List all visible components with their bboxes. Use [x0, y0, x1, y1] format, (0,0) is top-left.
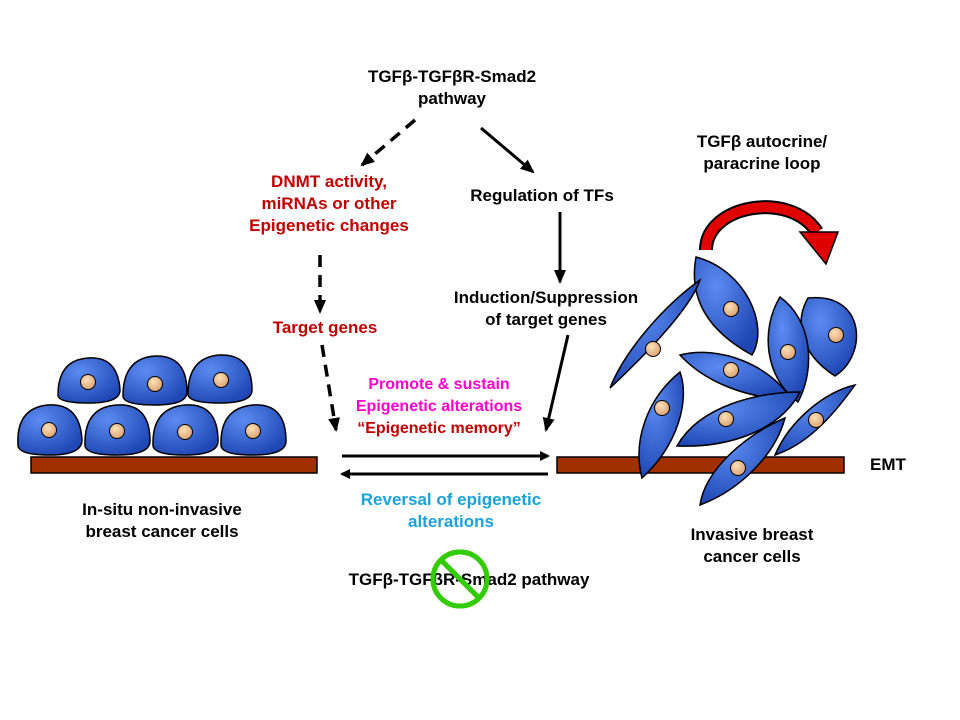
dashed-arrow-pathway-to-dnmt [360, 118, 417, 167]
invasive-line1: Invasive breast [690, 525, 814, 544]
dashed-arrow-target-to-memory [320, 344, 340, 432]
insitu-cell-cluster [17, 354, 287, 456]
regulation-tfs-label: Regulation of TFs [470, 185, 614, 207]
curved-arrow-icon [699, 200, 840, 266]
arrow-induction-to-memory [542, 334, 570, 432]
epithelial-cell [57, 357, 121, 404]
induction-label: Induction/Suppression of target genes [454, 287, 638, 331]
mesenchymal-cell [693, 256, 759, 357]
mesenchymal-cell [767, 295, 810, 404]
epithelial-cell [17, 404, 83, 456]
top-pathway-line2: pathway [417, 89, 487, 108]
epithelial-cell [152, 404, 219, 456]
autocrine-line2: paracrine loop [703, 154, 821, 173]
epithelial-cell [187, 354, 253, 404]
invasive-cell-cluster [609, 256, 858, 507]
mesenchymal-cell [699, 416, 787, 507]
reversal-line2: alterations [408, 512, 494, 531]
membrane-left [30, 456, 318, 474]
promote-line1: Promote & sustain [368, 376, 510, 393]
reversal-label: Reversal of epigenetic alterations [361, 489, 541, 533]
dnmt-line3: Epigenetic changes [249, 216, 409, 235]
dnmt-label: DNMT activity, miRNAs or other Epigeneti… [249, 171, 409, 237]
induction-line2: of target genes [485, 310, 607, 329]
reversal-line1: Reversal of epigenetic [360, 490, 542, 509]
mesenchymal-cell [609, 278, 702, 389]
invasive-line2: cancer cells [703, 547, 801, 566]
mesenchymal-cell [675, 391, 802, 447]
target-genes-label: Target genes [273, 317, 378, 339]
autocrine-line1: TGFβ autocrine/ [696, 132, 828, 151]
dnmt-line2: miRNAs or other [261, 194, 397, 213]
induction-line1: Induction/Suppression [453, 288, 639, 307]
emt-text: EMT [870, 455, 906, 474]
invasive-label: Invasive breast cancer cells [691, 524, 814, 568]
insitu-line2: breast cancer cells [85, 522, 239, 541]
mesenchymal-cell [638, 370, 685, 480]
autocrine-label: TGFβ autocrine/ paracrine loop [697, 131, 827, 175]
mesenchymal-cell [773, 383, 857, 457]
promote-label: Promote & sustain Epigenetic alterations… [356, 374, 522, 440]
top-pathway-label: TGFβ-TGFβR-Smad2 pathway [368, 66, 536, 110]
bottom-pathway-text: TGFβ-TGFβR-Smad2 pathway [348, 570, 590, 589]
bottom-pathway-label: TGFβ-TGFβR-Smad2 pathway [349, 569, 590, 591]
membrane-right [556, 456, 845, 474]
epithelial-cell [122, 355, 188, 406]
target-genes-text: Target genes [272, 318, 378, 337]
top-pathway-line1: TGFβ-TGFβR-Smad2 [367, 67, 537, 86]
epithelial-cell [220, 404, 287, 456]
insitu-line1: In-situ non-invasive [82, 500, 242, 519]
arrow-pathway-to-tfs [480, 126, 535, 174]
epithelial-cell [84, 404, 151, 456]
dnmt-line1: DNMT activity, [271, 172, 387, 191]
promote-line3: “Epigenetic memory” [357, 420, 521, 437]
regulation-tfs-text: Regulation of TFs [470, 186, 614, 205]
promote-line2: Epigenetic alterations [355, 398, 523, 415]
insitu-label: In-situ non-invasive breast cancer cells [82, 499, 242, 543]
emt-label: EMT [870, 454, 906, 476]
